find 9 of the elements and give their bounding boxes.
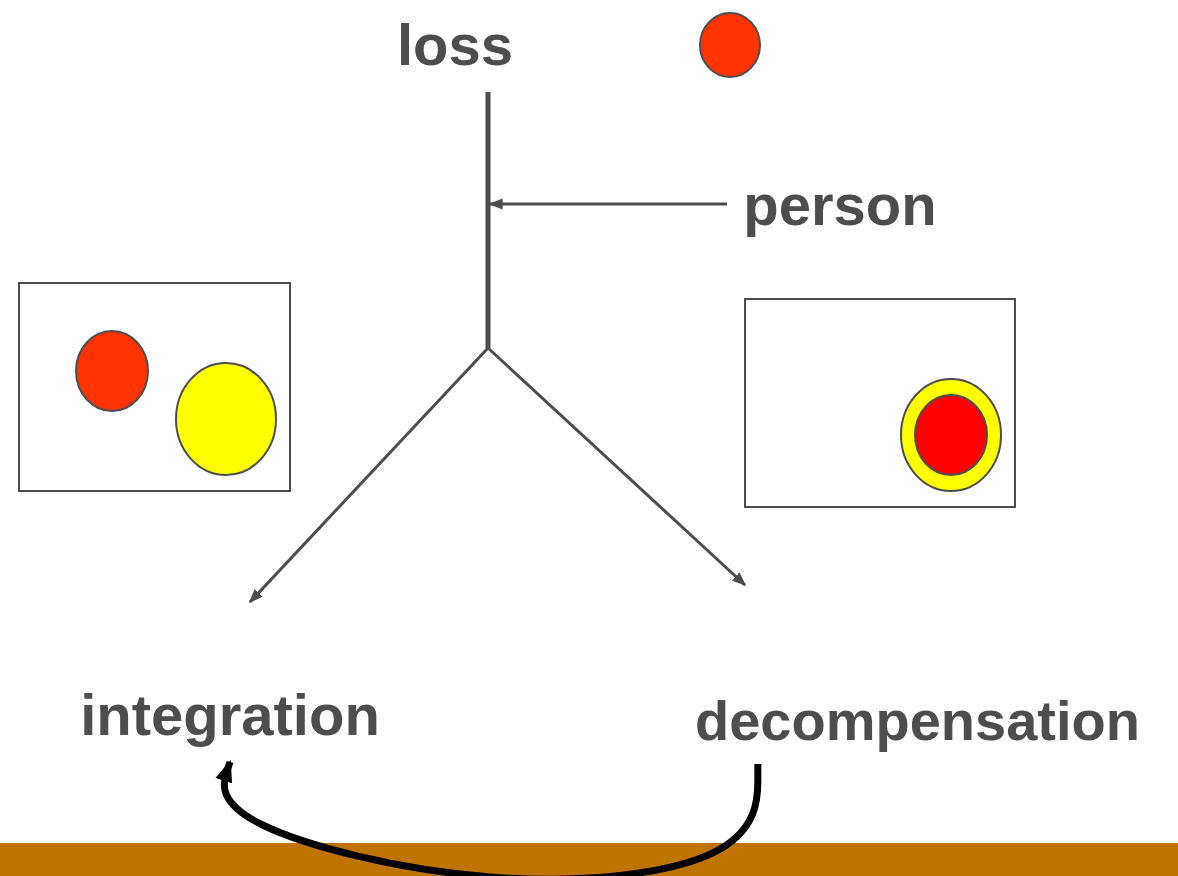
arrow [215,759,762,876]
node-label: integration [55,678,405,750]
arrow [487,346,747,587]
connector-line [485,92,491,348]
node-label: person [730,170,950,238]
node-label: decompensation [660,684,1175,756]
node-label: loss [385,8,525,80]
arrow [488,198,727,210]
arrow [248,346,490,604]
